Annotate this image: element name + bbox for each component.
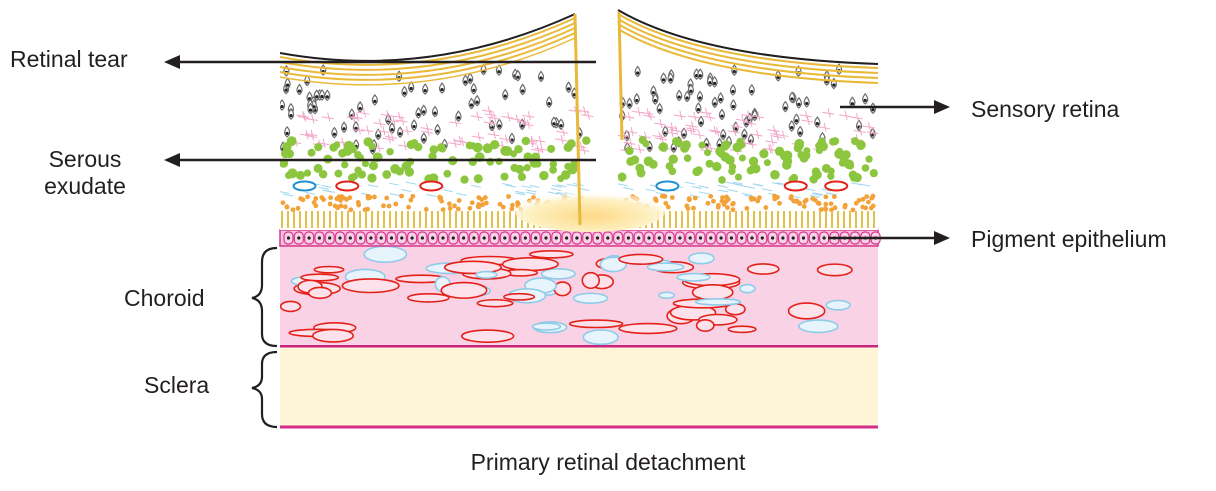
retina-surface-left — [279, 13, 582, 226]
choroid-brace — [251, 246, 278, 348]
label-choroid: Choroid — [124, 285, 205, 311]
label-serous-line1: Serous — [48, 146, 122, 172]
arrow-pigment-epithelium — [828, 231, 950, 245]
label-pigment-epithelium: Pigment epithelium — [971, 226, 1167, 252]
label-sclera: Sclera — [144, 372, 210, 398]
label-retinal-tear: Retinal tear — [10, 46, 128, 72]
arrow-serous-exudate — [164, 153, 596, 167]
sclera-brace — [251, 350, 278, 429]
label-sensory-retina: Sensory retina — [971, 96, 1120, 122]
pigment-epithelium-layer — [279, 229, 881, 247]
serous-exudate — [515, 192, 665, 232]
figure-caption: Primary retinal detachment — [470, 449, 746, 475]
sclera-layer — [280, 346, 878, 426]
arrow-retinal-tear — [164, 55, 596, 69]
choroid-vessels — [279, 245, 853, 346]
arrow-sensory-retina — [840, 100, 950, 114]
label-serous-line2: exudate — [44, 173, 126, 199]
retina-surface-right — [617, 9, 879, 141]
